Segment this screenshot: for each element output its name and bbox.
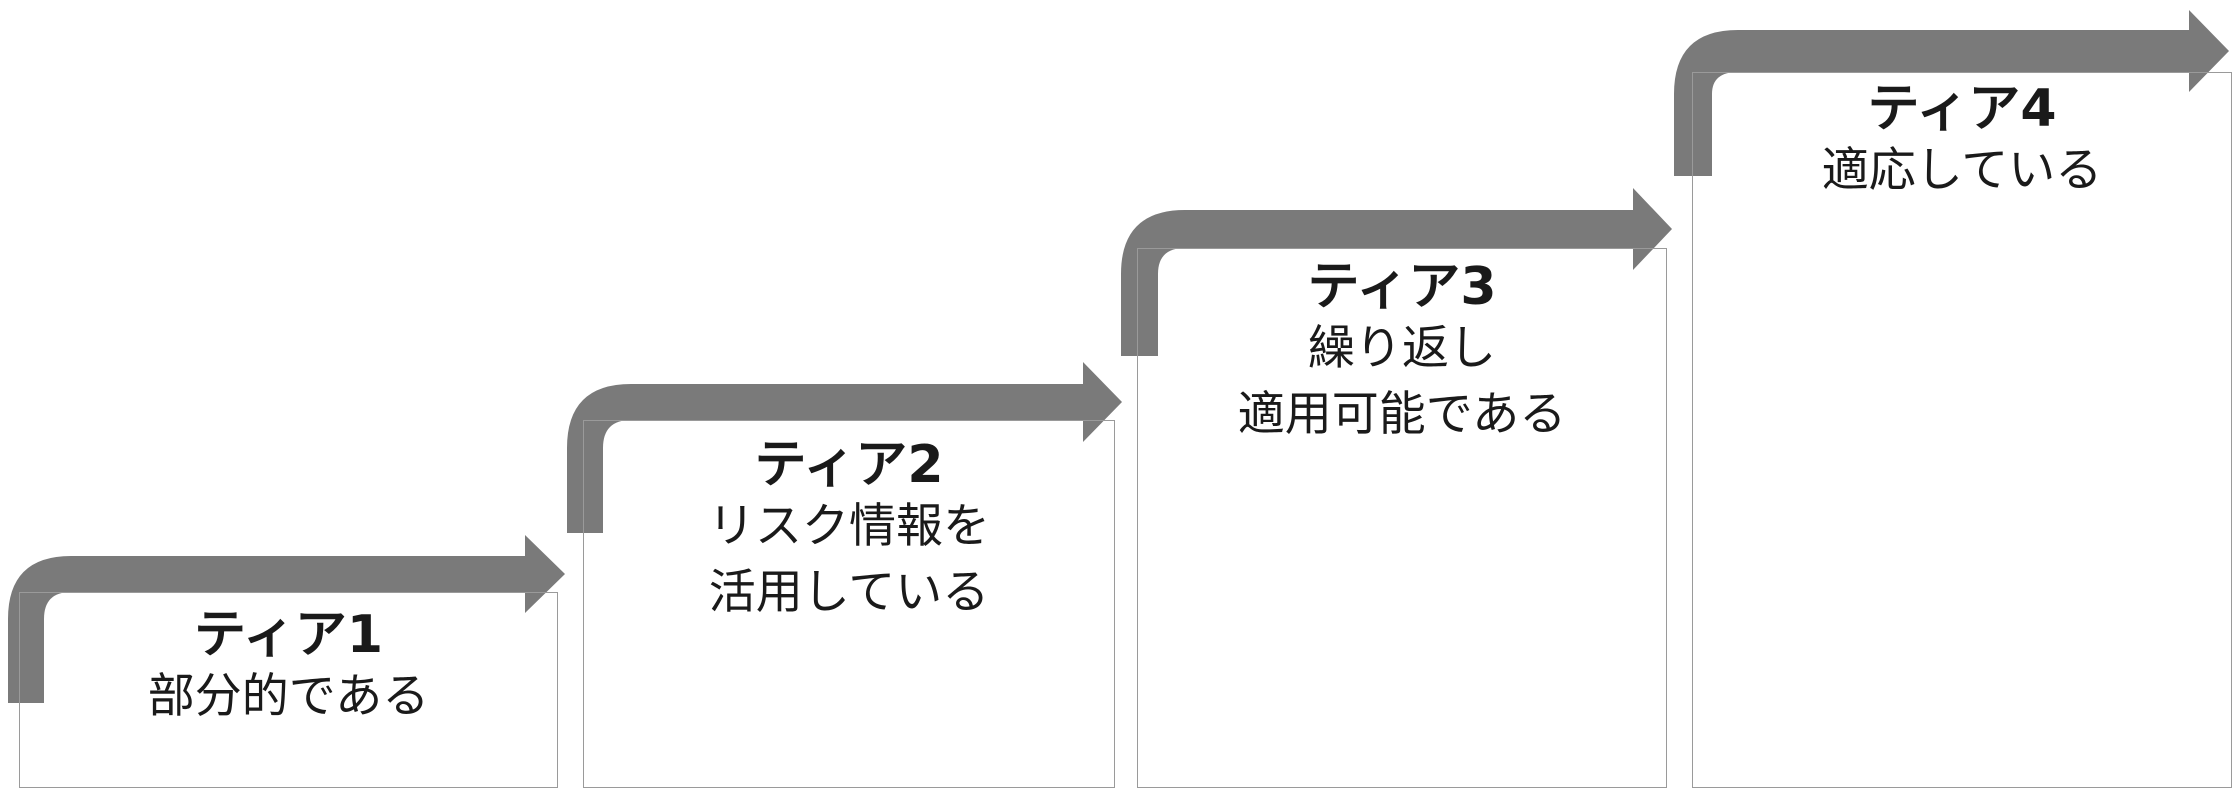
tier4-title: ティア4 [1867,79,2057,139]
tier3-label: ティア3 繰り返し 適用可能である [1137,258,1667,448]
tier2-arrow-icon [567,362,1122,533]
tier3-title: ティア3 [1307,257,1497,317]
tier3-box [1137,248,1667,788]
tier2-description: リスク情報を 活用している [708,499,990,620]
tier3-description: 繰り返し 適用可能である [1237,321,1567,442]
tier1-box [19,592,558,788]
tier1-title: ティア1 [193,605,384,665]
tier2-label: ティア2 リスク情報を 活用している [583,436,1115,626]
tier2-title: ティア2 [754,435,944,495]
tier1-description: 部分的である [147,669,430,724]
tier4-description: 適応している [1821,143,2103,198]
tier2-box [583,420,1115,788]
tier1-arrow-icon [8,535,565,703]
tier1-label: ティア1 部分的である [19,606,558,730]
tier4-label: ティア4 適応している [1692,80,2232,204]
tier3-arrow-icon [1121,188,1672,356]
tier4-arrow-icon [1674,10,2229,176]
tier4-box [1692,72,2232,788]
